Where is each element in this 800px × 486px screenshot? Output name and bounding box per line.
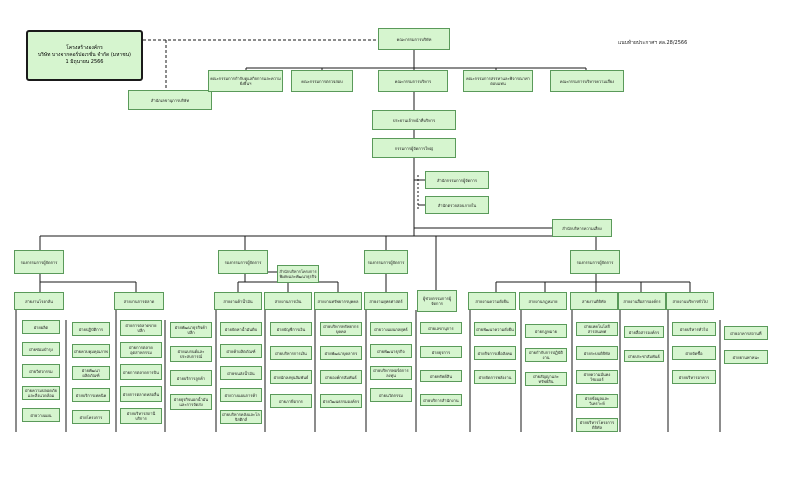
department-finance-0: ฝ่ายบัญชีการเงิน <box>270 322 312 336</box>
department-marketing_a-1: ฝ่ายการตลาดอุตสาหกรรม <box>120 342 162 358</box>
line-hr-node: สายงานทรัพยากรบุคคล <box>314 292 362 310</box>
department-hr-3: ฝ่ายวัฒนธรรมองค์กร <box>320 394 362 408</box>
department-refinery_b-2: ฝ่ายพัฒนาผลิตภัณฑ์ <box>72 366 110 380</box>
title-line-3: 1 มิถุนายน 2566 <box>65 59 104 65</box>
board-secretary-node: สำนักเลขานุการบริษัท <box>128 90 212 110</box>
line-admin-node: สายงานบริหารทั่วไป <box>666 292 714 310</box>
line-trading-node: สายงานค้าน้ำมัน <box>214 292 262 310</box>
department-finance-1: ฝ่ายบริหารการเงิน <box>270 346 312 360</box>
office-risk-node: สำนักบริหารความเสี่ยง <box>552 219 612 237</box>
department-legal-2: ฝ่ายสัญญาและทรัพย์สิน <box>525 372 567 386</box>
board-node: คณะกรรมการบริษัท <box>378 28 450 50</box>
department-office-3: ฝ่ายบริการสำนักงาน <box>420 394 462 406</box>
line-strategy-node: สายงานยุทธศาสตร์ <box>364 292 408 310</box>
department-refinery_a-2: ฝ่ายวิศวกรรม <box>22 364 60 378</box>
department-strategy-0: ฝ่ายวางแผนกลยุทธ์ <box>370 322 412 336</box>
committee-audit-node: คณะกรรมการตรวจสอบ <box>291 70 353 92</box>
evp-3-node: รองกรรมการผู้จัดการ <box>364 250 408 274</box>
department-refinery_b-4: ฝ่ายโครงการ <box>72 410 110 424</box>
department-office-1: ฝ่ายธุรการ <box>420 346 462 358</box>
evp-1-node: รองกรรมการผู้จัดการ <box>14 250 64 274</box>
committee-gov-node: คณะกรรมการกำกับดูแลกิจการและความยั่งยืนฯ <box>208 70 283 92</box>
office-int-node: สำนักตรวจสอบภายใน <box>425 196 489 214</box>
department-office-0: ฝ่ายเลขานุการ <box>420 322 462 334</box>
department-csr-0: ฝ่ายพัฒนาความยั่งยืน <box>474 322 516 336</box>
department-legal-1: ฝ่ายกำกับการปฏิบัติงาน <box>525 348 567 362</box>
president-node: กรรมการผู้จัดการใหญ่ <box>372 138 456 158</box>
department-strategy-2: ฝ่ายบริหารพอร์ตการลงทุน <box>370 366 412 380</box>
department-comm-1: ฝ่ายประชาสัมพันธ์ <box>624 350 664 362</box>
department-trading-1: ฝ่ายค้าผลิตภัณฑ์ <box>220 344 262 358</box>
department-it-1: ฝ่ายระบบดิจิทัล <box>576 346 618 360</box>
department-trading-0: ฝ่ายจัดหาน้ำมันดิบ <box>220 322 262 336</box>
department-hr-1: ฝ่ายพัฒนาบุคลากร <box>320 346 362 360</box>
department-it-2: ฝ่ายความมั่นคงไซเบอร์ <box>576 370 618 384</box>
department-strategy-3: ฝ่ายนวัตกรรม <box>370 388 412 402</box>
title-line-1: โครงสร้างองค์กร <box>66 45 103 51</box>
department-hr-0: ฝ่ายบริหารทรัพยากรบุคคล <box>320 322 362 336</box>
chairman-exec-node: ประธานเจ้าหน้าที่บริหาร <box>372 110 456 130</box>
department-refinery_b-3: ฝ่ายบริการเทคนิค <box>72 388 110 402</box>
committee-nom-node: คณะกรรมการสรรหาและพิจารณาค่าตอบแทน <box>463 70 533 92</box>
department-admin-0: ฝ่ายบริหารทั่วไป <box>672 322 716 336</box>
line-legal-node: สายงานกฎหมาย <box>519 292 567 310</box>
project-office-node: สำนักบริหารโครงการพิเศษและพัฒนาธุรกิจ <box>277 265 319 283</box>
department-it-4: ฝ่ายบริหารโครงการดิจิทัล <box>576 418 618 432</box>
title-line-2: บริษัท บางจากคอร์ปอเรชั่น จำกัด (มหาชน) <box>38 52 131 58</box>
department-marketing_b-3: ฝ่ายธุรกิจนอกน้ำมันและการจัดส่ง <box>170 394 212 410</box>
department-refinery_a-1: ฝ่ายซ่อมบำรุง <box>22 342 60 356</box>
department-marketing_a-2: ฝ่ายการตลาดการบิน <box>120 364 162 380</box>
line-marketing-node: สายงานการตลาด <box>114 292 164 310</box>
department-facility-0: ฝ่ายอาคารสถานที่ <box>724 326 768 340</box>
office-ceo-node: สำนักกรรมการผู้จัดการ <box>425 171 489 189</box>
department-finance-2: ฝ่ายนักลงทุนสัมพันธ์ <box>270 370 312 384</box>
evp-5-node: ผู้ช่วยกรรมการผู้จัดการ <box>417 290 457 312</box>
department-marketing_a-4: ฝ่ายบริหารสถานีบริการ <box>120 408 162 424</box>
department-marketing_b-1: ฝ่ายแบรนด์และประสบการณ์ <box>170 346 212 362</box>
line-it-node: สายงานดิจิทัล <box>570 292 618 310</box>
department-refinery_a-0: ฝ่ายผลิต <box>22 320 60 334</box>
committee-exec-node: คณะกรรมการบริหาร <box>378 70 448 92</box>
department-marketing_a-3: ฝ่ายการตลาดหล่อลื่น <box>120 386 162 402</box>
department-csr-2: ฝ่ายจัดการพลังงาน <box>474 370 516 384</box>
department-refinery_a-3: ฝ่ายความปลอดภัยและสิ่งแวดล้อม <box>22 386 60 400</box>
department-trading-4: ฝ่ายบริหารคลังและโลจิสติกส์ <box>220 410 262 424</box>
department-refinery_a-4: ฝ่ายวางแผน <box>22 408 60 422</box>
department-marketing_a-0: ฝ่ายการตลาดขายปลีก <box>120 320 162 336</box>
department-comm-0: ฝ่ายสื่อสารองค์กร <box>624 326 664 338</box>
department-admin-1: ฝ่ายจัดซื้อ <box>672 346 716 360</box>
department-finance-3: ฝ่ายภาษีอากร <box>270 394 312 408</box>
department-legal-0: ฝ่ายกฎหมาย <box>525 324 567 338</box>
department-hr-2: ฝ่ายองค์กรสัมพันธ์ <box>320 370 362 384</box>
department-refinery_b-0: ฝ่ายปฏิบัติการ <box>72 322 110 336</box>
department-office-2: ฝ่ายทรัพย์สิน <box>420 370 462 382</box>
chart-title-box: โครงสร้างองค์กร บริษัท บางจากคอร์ปอเรชั่… <box>26 30 143 81</box>
reference-note: แนบท้ายประกาศฯ สล.28/2566 <box>618 40 688 46</box>
committee-risk-node: คณะกรรมการบริหารความเสี่ยง <box>550 70 624 92</box>
evp-4-node: รองกรรมการผู้จัดการ <box>570 250 620 274</box>
department-it-0: ฝ่ายเทคโนโลยีสารสนเทศ <box>576 322 618 336</box>
department-trading-2: ฝ่ายขนส่งน้ำมัน <box>220 366 262 380</box>
department-facility-1: ฝ่ายยานพาหนะ <box>724 350 768 364</box>
department-refinery_b-1: ฝ่ายควบคุมคุณภาพ <box>72 344 110 358</box>
department-marketing_b-0: ฝ่ายพัฒนาธุรกิจค้าปลีก <box>170 322 212 338</box>
department-admin-2: ฝ่ายบริหารอาคาร <box>672 370 716 384</box>
department-csr-1: ฝ่ายกิจการเพื่อสังคม <box>474 346 516 360</box>
evp-2-node: รองกรรมการผู้จัดการ <box>218 250 268 274</box>
department-marketing_b-2: ฝ่ายบริการลูกค้า <box>170 370 212 386</box>
department-strategy-1: ฝ่ายพัฒนาธุรกิจ <box>370 344 412 358</box>
department-it-3: ฝ่ายข้อมูลและวิเคราะห์ <box>576 394 618 408</box>
line-comm-node: สายงานสื่อสารองค์กร <box>618 292 666 310</box>
line-finance-node: สายงานการเงิน <box>264 292 312 310</box>
line-refinery-node: สายงานโรงกลั่น <box>14 292 64 310</box>
line-csr-node: สายงานความยั่งยืน <box>468 292 516 310</box>
department-trading-3: ฝ่ายวางแผนการค้า <box>220 388 262 402</box>
